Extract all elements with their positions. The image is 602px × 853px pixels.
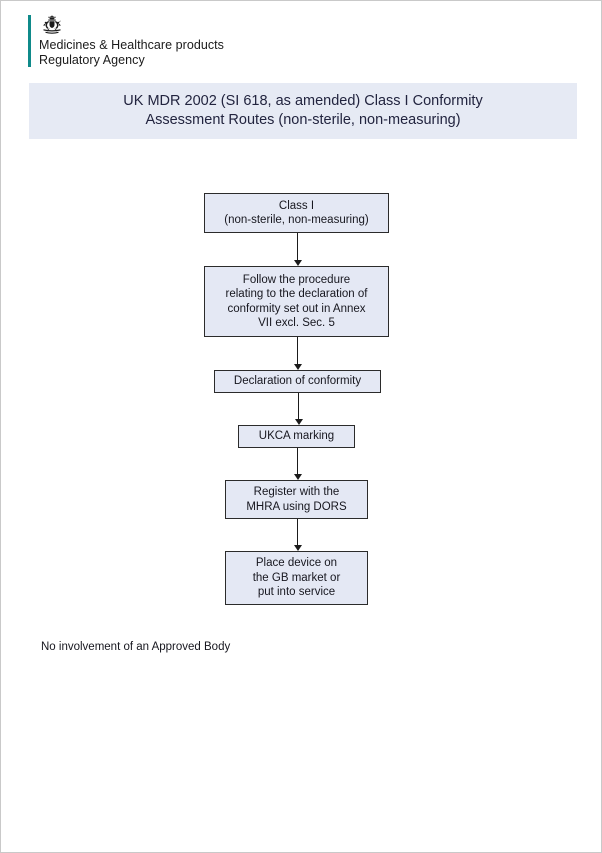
flow-node-ukca-marking: UKCA marking: [238, 425, 355, 448]
flow-connector-declaration-of-conformity-to-ukca-marking: [298, 393, 299, 419]
brand-body: Medicines & Healthcare products Regulato…: [31, 15, 224, 67]
flow-arrowhead-icon-register-mhra-dors: [293, 474, 302, 480]
page-title-line-2: Assessment Routes (non-sterile, non-meas…: [145, 112, 461, 128]
flow-node-register-mhra-dors: Register with the MHRA using DORS: [225, 480, 368, 519]
royal-coat-of-arms-icon: [43, 15, 61, 34]
flow-node-follow-procedure: Follow the procedure relating to the dec…: [204, 266, 389, 337]
flow-node-class-i: Class I (non-sterile, non-measuring): [204, 193, 389, 233]
agency-name-line-1: Medicines & Healthcare products: [39, 38, 224, 52]
flow-arrowhead-icon-ukca-marking: [294, 419, 303, 425]
flow-node-declaration-of-conformity: Declaration of conformity: [214, 370, 381, 393]
flow-node-label: Class I (non-sterile, non-measuring): [224, 199, 369, 227]
agency-name-line-2: Regulatory Agency: [39, 52, 145, 67]
page-title-line-1: UK MDR 2002 (SI 618, as amended) Class I…: [123, 93, 483, 109]
flow-node-place-device-on-market: Place device on the GB market or put int…: [225, 551, 368, 605]
brand-accent-bar: [28, 15, 31, 67]
footnote-no-approved-body: No involvement of an Approved Body: [41, 641, 231, 653]
flow-arrowhead-icon-place-device-on-market: [293, 545, 302, 551]
flow-node-label: Register with the MHRA using DORS: [246, 486, 347, 513]
flow-arrowhead-icon-follow-procedure: [293, 260, 302, 266]
flow-connector-class-i-to-follow-procedure: [297, 233, 298, 260]
flow-node-label: Declaration of conformity: [233, 375, 362, 388]
flow-connector-ukca-marking-to-register-mhra-dors: [297, 448, 298, 474]
page-title-banner: UK MDR 2002 (SI 618, as amended) Class I…: [29, 83, 577, 139]
flow-node-label: Follow the procedure relating to the dec…: [225, 273, 368, 330]
mhra-letterhead: Medicines & Healthcare products Regulato…: [28, 15, 224, 67]
flow-connector-register-mhra-dors-to-place-device-on-market: [297, 519, 298, 545]
flow-arrowhead-icon-declaration-of-conformity: [293, 364, 302, 370]
flow-node-label: Place device on the GB market or put int…: [252, 557, 341, 599]
flow-node-label: UKCA marking: [258, 430, 335, 443]
flow-connector-follow-procedure-to-declaration-of-conformity: [297, 337, 298, 364]
